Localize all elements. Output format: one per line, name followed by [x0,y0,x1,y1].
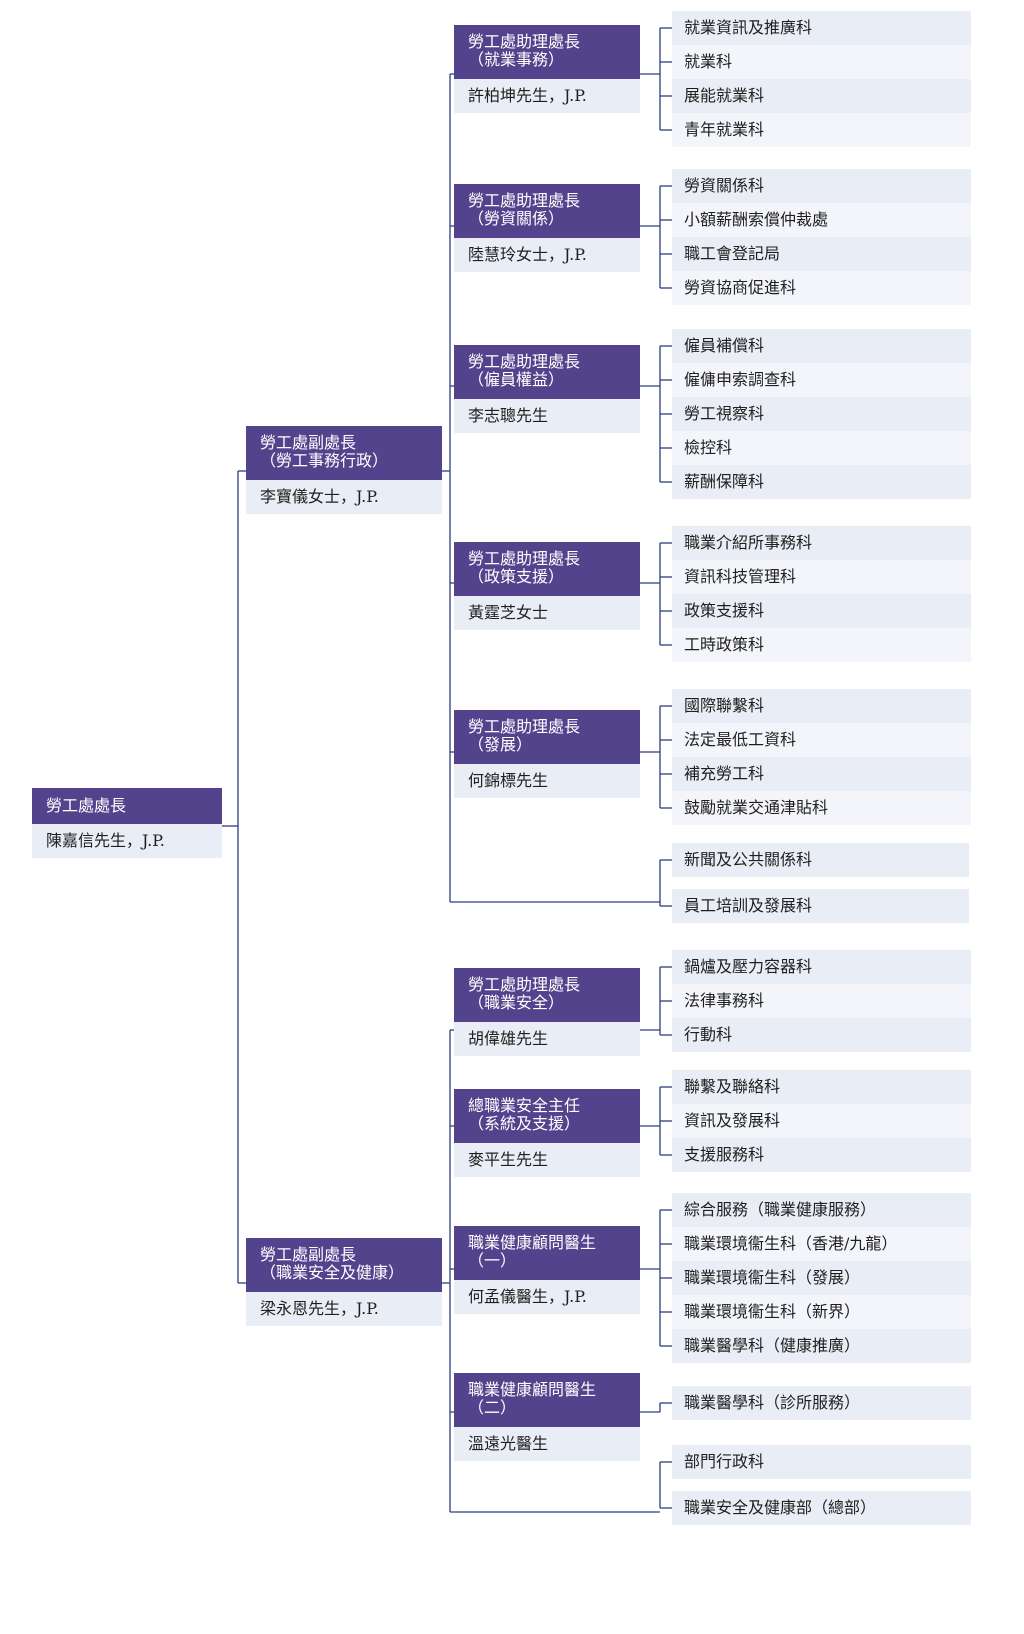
branch-title-line1: 勞工處助理處長 [468,191,581,210]
branch-box-employment: 勞工處助理處長 （就業事務） 許柏坤先生，J.P. [454,25,640,113]
branch-title-line2: （一） [468,1251,517,1270]
branch-title: 勞工處助理處長 （就業事務） [454,25,640,79]
unit-row: 檢控科 [672,431,971,465]
branch-head-name: 黃霆芝女士 [454,596,640,630]
branch-head-name: 溫遠光醫生 [454,1427,640,1461]
branch-title-line2: （系統及支援） [468,1114,581,1133]
branch-head-name: 許柏坤先生，J.P. [454,79,640,113]
branch-box-employees-rights: 勞工處助理處長 （僱員權益） 李志聰先生 [454,345,640,433]
deputy-osh-name: 梁永恩先生，J.P. [246,1292,442,1326]
unit-row: 職業醫學科（診所服務） [672,1386,971,1420]
branch-title: 勞工處助理處長 （勞資關係） [454,184,640,238]
unit-row: 資訊及發展科 [672,1104,971,1138]
branch-title-line1: 職業健康顧問醫生 [468,1380,597,1399]
unit-row: 勞工視察科 [672,397,971,431]
unit-row: 補充勞工科 [672,757,971,791]
branch-title: 勞工處助理處長 （職業安全） [454,968,640,1022]
unit-row: 職業環境衞生科（發展） [672,1261,971,1295]
unit-row: 展能就業科 [672,79,971,113]
unit-row: 僱傭申索調查科 [672,363,971,397]
branch-head-name: 麥平生先生 [454,1143,640,1177]
unit-row: 法定最低工資科 [672,723,971,757]
unit-row: 就業資訊及推廣科 [672,11,971,45]
branch-title: 職業健康顧問醫生 （一） [454,1226,640,1280]
deputy-labour-title-line2: （勞工事務行政） [260,451,389,470]
branch-title-line1: 勞工處助理處長 [468,352,581,371]
branch-head-name: 何錦標先生 [454,764,640,798]
branch-title-line2: （勞資關係） [468,209,565,228]
commissioner-box: 勞工處處長 陳嘉信先生，J.P. [32,788,222,864]
unit-row: 職業醫學科（健康推廣） [672,1329,971,1363]
deputy-labour-title-line1: 勞工處副處長 [260,433,357,452]
unit-row: 資訊科技管理科 [672,560,971,594]
unit-row: 小額薪酬索償仲裁處 [672,203,971,237]
branch-title-line2: （發展） [468,735,533,754]
unit-row: 就業科 [672,45,971,79]
unit-row: 部門行政科 [672,1445,971,1479]
unit-row: 員工培訓及發展科 [672,889,969,923]
branch-box-policy-support: 勞工處助理處長 （政策支援） 黃霆芝女士 [454,542,640,630]
branch-head-name: 陸慧玲女士，J.P. [454,238,640,272]
commissioner-name: 陳嘉信先生，J.P. [32,824,222,858]
unit-row: 聯繫及聯絡科 [672,1070,971,1104]
branch-box-occupational-safety: 勞工處助理處長 （職業安全） 胡偉雄先生 [454,968,640,1056]
deputy-labour-name: 李寶儀女士，J.P. [246,480,442,514]
unit-row: 僱員補償科 [672,329,971,363]
branch-title: 勞工處助理處長 （僱員權益） [454,345,640,399]
branch-title-line1: 勞工處助理處長 [468,32,581,51]
branch-title-line1: 勞工處助理處長 [468,549,581,568]
unit-row: 職工會登記局 [672,237,971,271]
unit-row: 職業介紹所事務科 [672,526,971,560]
branch-title: 職業健康顧問醫生 （二） [454,1373,640,1427]
branch-title-line1: 勞工處助理處長 [468,717,581,736]
branch-box-occupational-health-1: 職業健康顧問醫生 （一） 何孟儀醫生，J.P. [454,1226,640,1314]
unit-row: 新聞及公共關係科 [672,843,969,877]
branch-title-line2: （二） [468,1398,517,1417]
deputy-labour-box: 勞工處副處長 （勞工事務行政） 李寶儀女士，J.P. [246,426,442,516]
unit-row: 行動科 [672,1018,971,1052]
branch-title: 總職業安全主任 （系統及支援） [454,1089,640,1143]
unit-row: 綜合服務（職業健康服務） [672,1193,971,1227]
deputy-labour-title: 勞工處副處長 （勞工事務行政） [246,426,442,480]
branch-title-line1: 勞工處助理處長 [468,975,581,994]
branch-box-labour-relations: 勞工處助理處長 （勞資關係） 陸慧玲女士，J.P. [454,184,640,272]
deputy-osh-title-line2: （職業安全及健康） [260,1263,405,1282]
branch-title: 勞工處助理處長 （發展） [454,710,640,764]
unit-row: 薪酬保障科 [672,465,971,499]
unit-row: 勞資關係科 [672,169,971,203]
deputy-osh-title: 勞工處副處長 （職業安全及健康） [246,1238,442,1292]
branch-title-line1: 總職業安全主任 [468,1096,581,1115]
branch-title-line2: （職業安全） [468,993,565,1012]
branch-title-line2: （政策支援） [468,567,565,586]
unit-row: 職業環境衞生科（香港/九龍） [672,1227,971,1261]
unit-row: 鼓勵就業交通津貼科 [672,791,971,825]
unit-row: 工時政策科 [672,628,971,662]
unit-row: 職業環境衞生科（新界） [672,1295,971,1329]
branch-title: 勞工處助理處長 （政策支援） [454,542,640,596]
unit-row: 國際聯繫科 [672,689,971,723]
unit-row: 法律事務科 [672,984,971,1018]
branch-box-systems-support: 總職業安全主任 （系統及支援） 麥平生先生 [454,1089,640,1177]
unit-row: 鍋爐及壓力容器科 [672,950,971,984]
commissioner-title: 勞工處處長 [32,788,222,824]
unit-row: 勞資協商促進科 [672,271,971,305]
unit-row: 支援服務科 [672,1138,971,1172]
branch-head-name: 何孟儀醫生，J.P. [454,1280,640,1314]
unit-row: 職業安全及健康部（總部） [672,1491,971,1525]
unit-row: 政策支援科 [672,594,971,628]
branch-box-occupational-health-2: 職業健康顧問醫生 （二） 溫遠光醫生 [454,1373,640,1461]
branch-head-name: 李志聰先生 [454,399,640,433]
branch-box-development: 勞工處助理處長 （發展） 何錦標先生 [454,710,640,798]
branch-title-line1: 職業健康顧問醫生 [468,1233,597,1252]
branch-title-line2: （就業事務） [468,50,565,69]
unit-row: 青年就業科 [672,113,971,147]
deputy-osh-title-line1: 勞工處副處長 [260,1245,357,1264]
branch-title-line2: （僱員權益） [468,370,565,389]
deputy-osh-box: 勞工處副處長 （職業安全及健康） 梁永恩先生，J.P. [246,1238,442,1328]
branch-head-name: 胡偉雄先生 [454,1022,640,1056]
